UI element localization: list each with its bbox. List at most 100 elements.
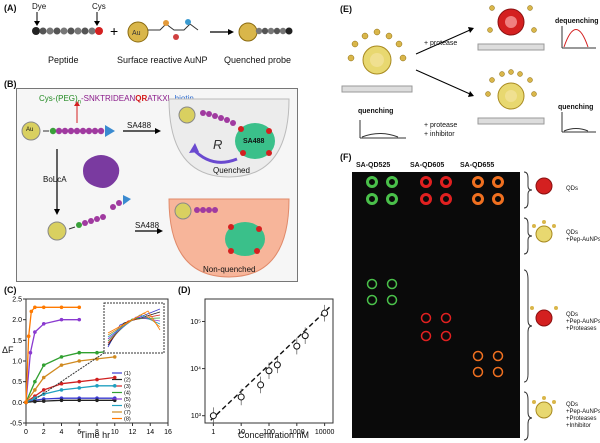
data-point bbox=[28, 350, 33, 355]
panel-b-frame: Cys-(PEG)n-SNKTRIDEANQRATKXL-biotin bbox=[16, 88, 298, 282]
data-point bbox=[112, 355, 117, 359]
x-tick-label: 14 bbox=[146, 429, 154, 436]
x-tick-label: 6 bbox=[77, 429, 81, 436]
e-protease-label: + protease bbox=[424, 40, 458, 47]
quenched-label: Quenched bbox=[213, 166, 250, 175]
data-point bbox=[77, 398, 82, 403]
seq-prefix: Cys-(PEG) bbox=[39, 94, 78, 103]
sa488-bottom-label: SA488 bbox=[135, 221, 160, 230]
x-tick-label: 10 bbox=[237, 429, 245, 436]
data-point bbox=[41, 363, 46, 367]
dye-label: Dye bbox=[32, 2, 47, 11]
legend-label: (6) bbox=[124, 404, 131, 410]
legend-label: (2) bbox=[124, 378, 131, 384]
panel-e-graphics bbox=[341, 5, 596, 139]
f-legend-qds-pep: QDs +Pep-AuNPs bbox=[566, 230, 600, 243]
data-point bbox=[77, 305, 82, 310]
data-point bbox=[77, 386, 82, 390]
x-tick-label: 10 bbox=[111, 429, 119, 436]
y-tick-label: 0.5 bbox=[12, 379, 22, 386]
data-point bbox=[59, 388, 64, 392]
panel-f-label: (F) bbox=[340, 152, 352, 162]
inset-line bbox=[107, 314, 161, 344]
e-quenching-right-label: quenching bbox=[558, 104, 594, 111]
series-line bbox=[25, 319, 80, 403]
panel-c-xlabel: Time hr bbox=[80, 430, 111, 440]
inset-line bbox=[107, 310, 161, 334]
e-inhibitor-label: + inhibitor bbox=[424, 131, 455, 138]
bolca-label: BoLcA bbox=[43, 175, 67, 184]
data-point bbox=[112, 375, 117, 380]
data-point bbox=[41, 305, 46, 310]
legend-label: (8) bbox=[124, 417, 131, 423]
e-quenching-left-label: quenching bbox=[358, 108, 394, 115]
legend-label: (3) bbox=[124, 384, 131, 390]
data-point bbox=[59, 398, 64, 403]
plus-sign: + bbox=[110, 23, 118, 39]
au-s-label-top: Au bbox=[26, 127, 33, 133]
f-col3-label: SA-QD655 bbox=[460, 162, 495, 169]
plot-frame bbox=[204, 298, 334, 424]
y-tick-label: 10⁴ bbox=[190, 366, 201, 373]
data-point bbox=[237, 393, 245, 401]
data-point bbox=[33, 330, 37, 334]
y-tick-label: 10³ bbox=[191, 413, 202, 420]
data-point bbox=[77, 379, 82, 384]
x-tick-label: 12 bbox=[129, 429, 137, 436]
data-point bbox=[95, 398, 99, 403]
peptide-caption: Peptide bbox=[48, 55, 79, 65]
panel-e-label: (E) bbox=[340, 4, 352, 14]
x-tick-label: 16 bbox=[164, 429, 172, 436]
seq-main: -SNKTRIDEAN bbox=[81, 94, 136, 103]
panel-c-ylabel: ΔF bbox=[2, 345, 14, 355]
panel-c-label: (C) bbox=[4, 285, 17, 295]
data-point bbox=[59, 355, 64, 359]
data-point bbox=[77, 359, 82, 363]
svg-text:Au: Au bbox=[132, 30, 141, 37]
fluorescence-array bbox=[352, 172, 520, 438]
y-tick-label: 0.0 bbox=[12, 400, 22, 407]
y-tick-label: 1.0 bbox=[12, 359, 22, 366]
fit-line bbox=[210, 306, 331, 421]
legend-label: (1) bbox=[124, 371, 131, 377]
y-tick-label: 1.5 bbox=[12, 338, 22, 345]
e-protease2-label: + protease bbox=[424, 122, 458, 129]
data-point bbox=[77, 350, 82, 355]
data-point bbox=[59, 305, 64, 310]
data-point bbox=[59, 317, 64, 322]
panel-f-legend-graphics bbox=[523, 171, 558, 441]
cys-label: Cys bbox=[92, 2, 106, 11]
data-point bbox=[95, 377, 99, 382]
x-tick-label: 8 bbox=[95, 429, 99, 436]
nonquenched-label: Non-quenched bbox=[203, 265, 256, 274]
x-tick-label: 1000 bbox=[289, 429, 305, 436]
data-point bbox=[33, 305, 37, 310]
x-tick-label: 1 bbox=[211, 429, 215, 436]
data-point bbox=[301, 332, 309, 340]
panel-a: (A) Dye Cys + Au bbox=[0, 0, 300, 72]
panel-b-graphics bbox=[21, 98, 290, 278]
f-legend-qds-prot: QDs +Pep-AuNPs +Proteases bbox=[566, 312, 600, 332]
data-point bbox=[77, 317, 82, 322]
legend-label: (5) bbox=[124, 397, 131, 403]
x-tick-label: 10000 bbox=[315, 429, 335, 436]
data-point bbox=[29, 309, 34, 314]
y-tick-label: 2.0 bbox=[12, 317, 22, 324]
y-tick-label: -0.5 bbox=[10, 421, 22, 428]
peptide-chain bbox=[32, 27, 103, 35]
sa488-inner-label: SA488 bbox=[243, 138, 265, 145]
y-tick-label: 2.5 bbox=[12, 297, 22, 304]
au-text: Au bbox=[26, 127, 34, 133]
data-point bbox=[33, 388, 37, 392]
data-point bbox=[33, 379, 37, 384]
f-col2-label: SA-QD605 bbox=[410, 162, 445, 169]
inset-connector bbox=[30, 352, 105, 403]
panel-d-xlabel: Concentration nM bbox=[238, 430, 310, 440]
f-legend-qds-inh: QDs +Pep-AuNPs +Proteases +Inhibitor bbox=[566, 402, 600, 429]
data-point bbox=[59, 381, 64, 386]
y-tick-label: 10⁵ bbox=[190, 319, 201, 326]
panel-b-label: (B) bbox=[4, 79, 17, 89]
data-point bbox=[273, 361, 281, 369]
data-point bbox=[293, 342, 301, 350]
